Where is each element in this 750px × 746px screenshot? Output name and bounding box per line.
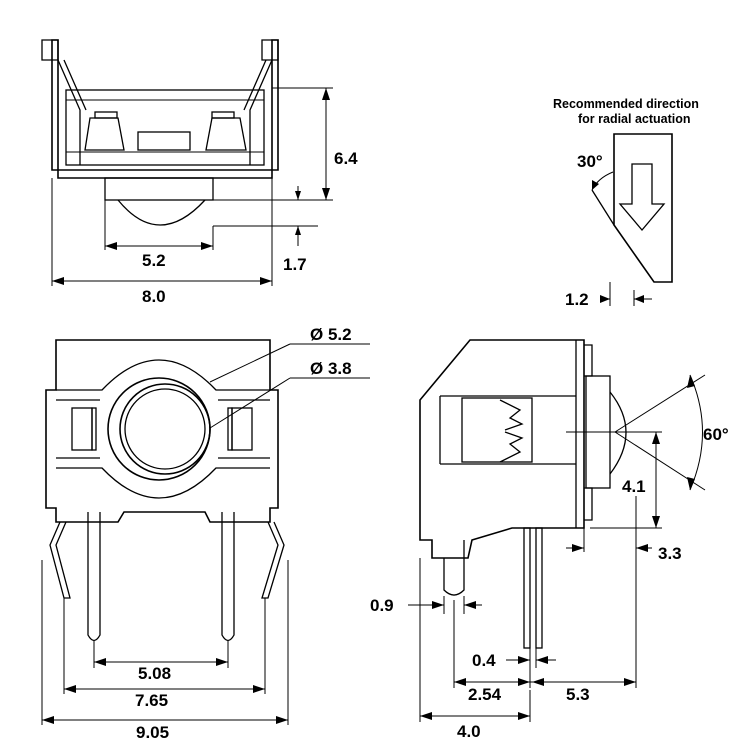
dim-offset: 3.3 [658, 544, 682, 563]
top-view: 6.4 5.2 1.7 8.0 [41, 39, 358, 306]
dim-top-button-width: 5.2 [142, 251, 166, 270]
dim-top-height: 6.4 [334, 149, 358, 168]
dim-note-gap: 1.2 [565, 290, 589, 309]
dim-note-angle: 30° [577, 152, 603, 171]
dim-overall-width: 9.05 [136, 723, 169, 742]
note-line-2: for radial actuation [578, 112, 691, 126]
dim-top-body-width: 8.0 [142, 287, 166, 306]
dim-outer-diameter: Ø 5.2 [310, 325, 352, 344]
dim-top-protrusion: 1.7 [283, 255, 307, 274]
dim-pin-pitch: 5.08 [138, 664, 171, 683]
dim-inner-diameter: Ø 3.8 [310, 359, 352, 378]
dim-height: 4.1 [622, 477, 646, 496]
dim-depth: 4.0 [457, 722, 481, 741]
front-view: Ø 5.2 Ø 3.8 5.08 7.65 9.05 [41, 325, 370, 742]
actuation-detail: Recommended direction for radial actuati… [553, 97, 699, 309]
note-line-1: Recommended direction [553, 97, 699, 111]
dim-leg-span: 7.65 [135, 691, 168, 710]
dim-pin-spacing: 2.54 [468, 685, 502, 704]
actuation-arrow-icon [618, 163, 666, 232]
dim-pin-width: 0.9 [370, 596, 394, 615]
dim-angle: 60° [703, 425, 729, 444]
dim-pin-thickness: 0.4 [472, 651, 496, 670]
dim-front-distance: 5.3 [566, 685, 590, 704]
side-view: 60° 4.1 3.3 0.9 0.4 2.54 5.3 4.0 [370, 339, 729, 741]
